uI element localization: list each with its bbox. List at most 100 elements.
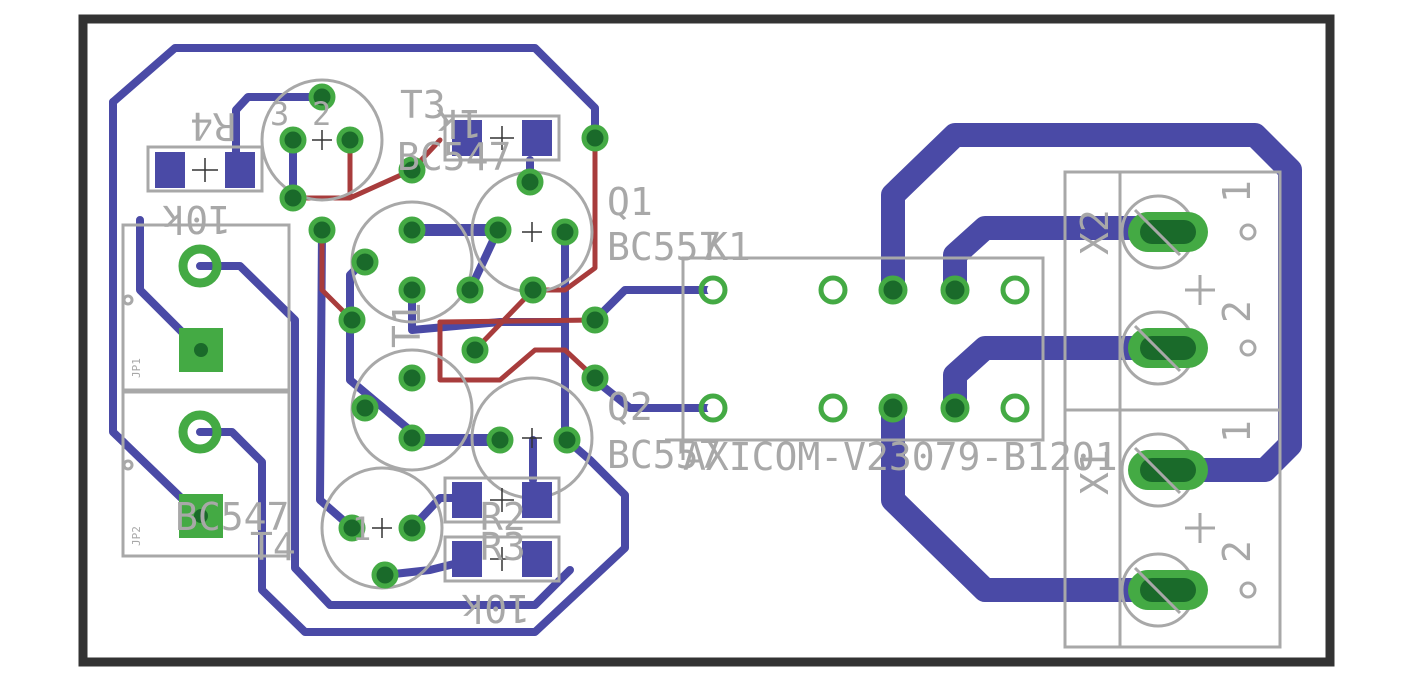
label-t3-value: BC547 — [397, 135, 511, 179]
trace-left-rail — [109, 98, 204, 520]
trace-t3-r4 — [232, 93, 326, 176]
pad — [553, 426, 581, 454]
label-t3: T3 — [400, 83, 446, 127]
pad — [336, 126, 364, 154]
x2-outline — [1063, 170, 1282, 412]
relay-pad — [698, 275, 728, 305]
label-k1: K1 — [705, 225, 751, 269]
pad — [519, 276, 547, 304]
label-pin-1: 1 — [352, 510, 371, 548]
jp1-outline — [121, 223, 291, 392]
label-pin-3: 3 — [270, 95, 289, 133]
top-trace-r — [472, 135, 598, 353]
label-t-mid: T1 — [385, 302, 429, 348]
pad — [398, 156, 426, 184]
pad — [398, 514, 426, 542]
pad — [398, 364, 426, 392]
pad — [338, 306, 366, 334]
power-trace-x2-1 — [943, 216, 1177, 302]
r2-outline — [443, 476, 561, 524]
pad — [486, 426, 514, 454]
silk-text: T3 BC547 1k R4 10k Q1 BC557 K1 Q2 BC557 … — [162, 83, 1259, 630]
pad — [516, 168, 544, 196]
label-jp2: JP2 — [130, 526, 143, 546]
x1-outline — [1063, 408, 1282, 649]
x2-center-mark — [1185, 275, 1215, 305]
power-trace-x1-2 — [881, 396, 1172, 602]
pad — [398, 216, 426, 244]
trace-outer-loop — [109, 44, 599, 142]
pad — [456, 276, 484, 304]
relay-pad — [818, 393, 848, 423]
power-trace-outer — [881, 123, 1302, 482]
relay-pad — [940, 275, 970, 305]
r2-body — [452, 482, 552, 518]
r1-outline — [443, 114, 561, 162]
pad — [279, 184, 307, 212]
pad — [351, 394, 379, 422]
label-r4: R4 — [190, 104, 236, 148]
pad — [551, 218, 579, 246]
jp2-pad-round — [178, 410, 222, 454]
jp1-pad-round — [178, 244, 222, 288]
bottom-copper-layer — [109, 44, 1302, 636]
trace-jp2-pin — [196, 428, 629, 636]
label-jp1: JP1 — [130, 358, 143, 378]
label-x2: X2 — [1073, 209, 1117, 255]
label-q1: Q1 — [607, 180, 653, 224]
pad — [351, 248, 379, 276]
r4-body — [155, 152, 255, 188]
pad — [308, 83, 336, 111]
label-x1-pin1: 1 — [1215, 420, 1259, 443]
pad — [461, 336, 489, 364]
pads — [178, 83, 1208, 615]
label-q2-value: BC557 — [607, 433, 721, 477]
pad — [398, 424, 426, 452]
top-trace-drop — [437, 319, 598, 383]
label-q2: Q2 — [607, 385, 653, 429]
smd-resistors — [155, 120, 552, 577]
label-relay: AXICOM-V23079-B1201 — [683, 435, 1118, 479]
trace-q2-k1 — [591, 376, 717, 412]
trace-r-k1 — [591, 286, 717, 324]
label-x2-pin1: 1 — [1215, 180, 1259, 203]
r1-body — [452, 120, 552, 156]
label-pin-2: 2 — [312, 95, 331, 133]
relay-pad — [878, 275, 908, 305]
pad — [581, 124, 609, 152]
label-x1-pin2: 2 — [1215, 540, 1259, 563]
label-q1-value: BC557 — [607, 225, 721, 269]
top-copper-layer — [290, 135, 598, 383]
pad — [484, 216, 512, 244]
label-t-low-value: BC547 — [175, 495, 289, 539]
label-r-top-value: 1k — [436, 101, 482, 145]
relay-origin-mark — [665, 420, 700, 460]
trace-low-col — [316, 226, 356, 532]
label-r-low-a: R2 — [480, 495, 526, 539]
relay-pad — [818, 275, 848, 305]
terminal-pads — [1128, 208, 1208, 615]
pad — [371, 561, 399, 589]
r3-body — [452, 541, 552, 577]
label-r-low-value: 10k — [461, 586, 530, 630]
pad — [581, 364, 609, 392]
label-t-low: T4 — [250, 525, 296, 569]
top-trace-bar — [437, 317, 598, 325]
board-outline — [78, 14, 1335, 667]
top-trace-mid — [319, 227, 355, 323]
pad — [338, 514, 366, 542]
label-r-low-b: R3 — [480, 525, 526, 569]
pad — [279, 126, 307, 154]
x1-center-mark — [1185, 513, 1215, 543]
jp2-outline — [121, 390, 291, 558]
trace-jp1-pin — [196, 262, 574, 609]
relay-pad — [878, 393, 908, 423]
relay-pad — [698, 393, 728, 423]
relay-pad — [1000, 275, 1030, 305]
relay-outline — [681, 256, 1045, 442]
t3-outline — [260, 78, 384, 202]
label-x2-pin2: 2 — [1215, 300, 1259, 323]
label-r4-value: 10k — [162, 197, 231, 241]
label-x1: X1 — [1073, 449, 1117, 495]
